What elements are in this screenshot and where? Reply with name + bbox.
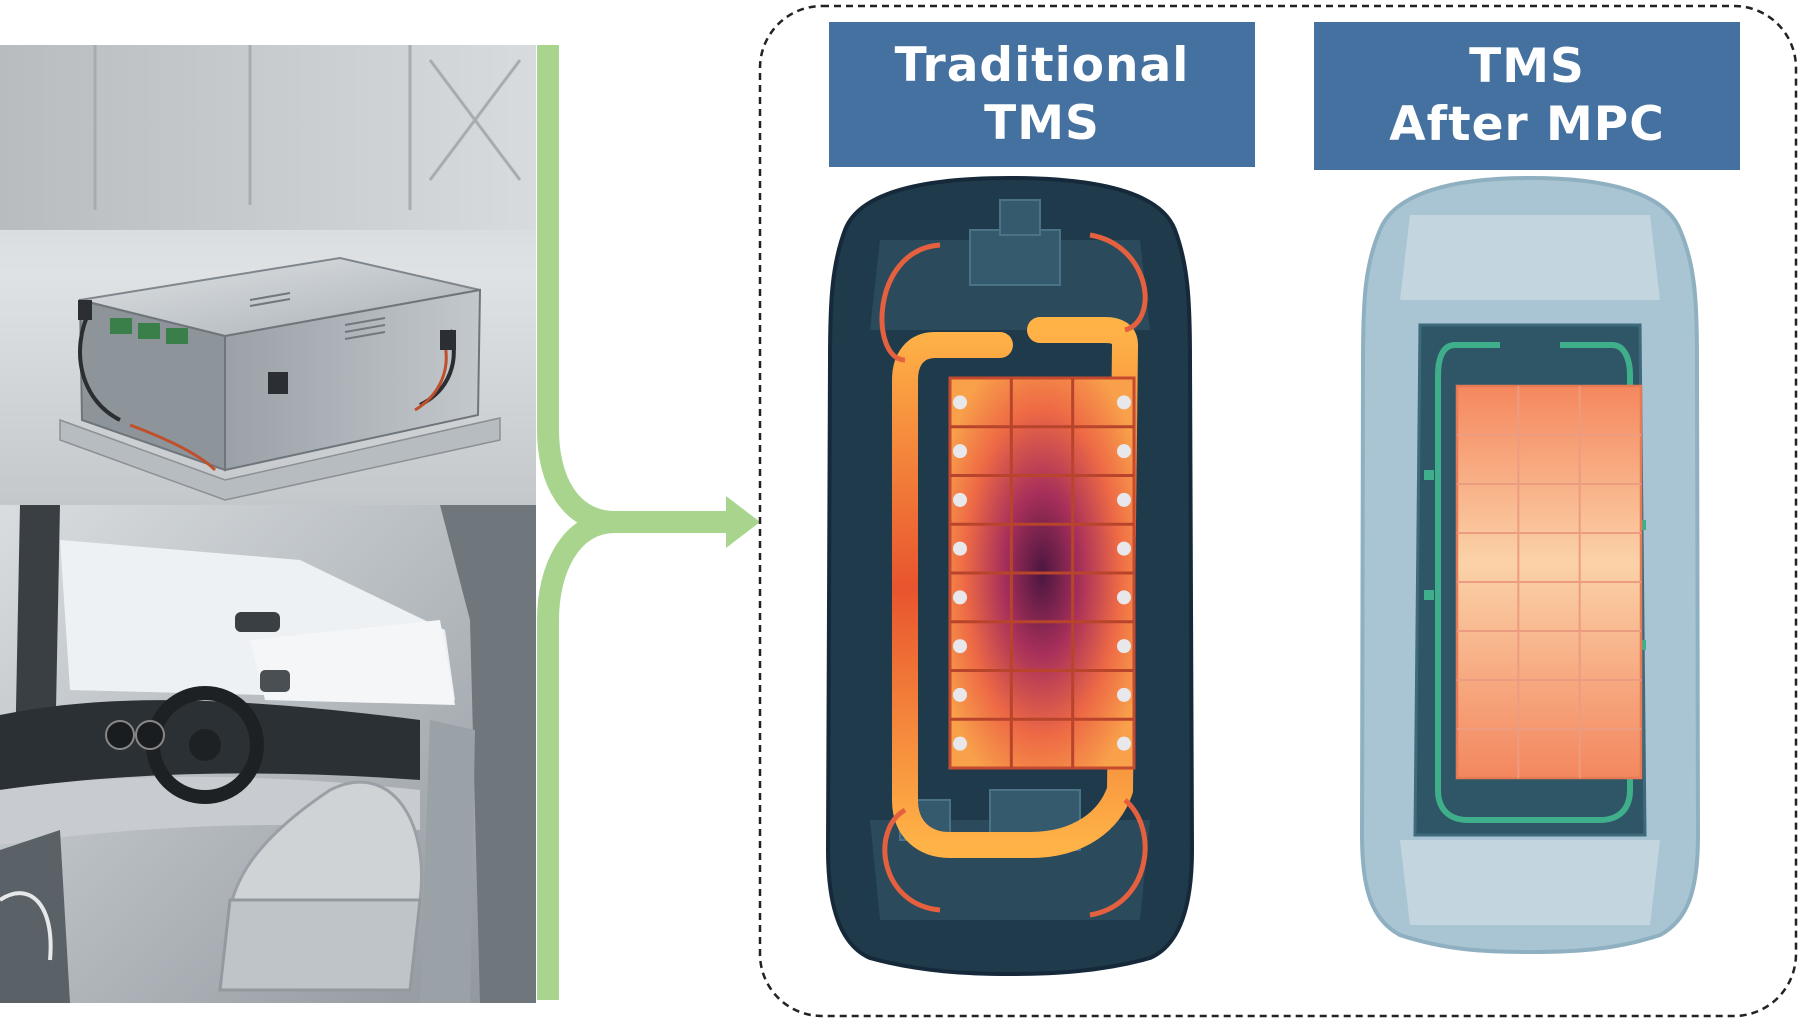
panel-title-traditional: Traditional TMS xyxy=(829,22,1255,167)
cell-terminal xyxy=(1117,492,1131,507)
cell-terminal xyxy=(953,541,967,556)
title-box-traditional xyxy=(829,22,1255,167)
car-mpc xyxy=(1359,175,1701,955)
cell-terminal xyxy=(1117,444,1131,459)
cell-terminal xyxy=(1117,736,1131,751)
cell-terminal xyxy=(1117,639,1131,654)
cell-terminal xyxy=(953,590,967,605)
title-traditional-line1: Traditional xyxy=(894,37,1190,93)
battery-pack-photo xyxy=(0,45,536,505)
cell-terminal xyxy=(953,395,967,410)
title-mpc-line1: TMS xyxy=(1469,39,1585,94)
title-box-mpc xyxy=(1314,22,1740,170)
car-traditional xyxy=(825,175,1195,977)
merge-arrow xyxy=(537,45,726,1000)
cell-terminal xyxy=(1117,687,1131,702)
comparison-frame xyxy=(758,4,1798,1018)
panel-title-mpc: TMS After MPC xyxy=(1314,22,1740,170)
cell-terminal xyxy=(1117,395,1131,410)
cell-terminal xyxy=(1117,541,1131,556)
cell-terminal xyxy=(953,639,967,654)
cell-terminal xyxy=(953,736,967,751)
cell-terminal xyxy=(1117,590,1131,605)
cell-terminal xyxy=(953,687,967,702)
cell-terminal xyxy=(953,444,967,459)
car-interior-photo xyxy=(0,505,536,1003)
merge-arrow-icon xyxy=(537,45,616,533)
title-traditional-line2: TMS xyxy=(984,95,1100,151)
cell-terminal xyxy=(953,492,967,507)
title-mpc-line2: After MPC xyxy=(1389,97,1665,152)
